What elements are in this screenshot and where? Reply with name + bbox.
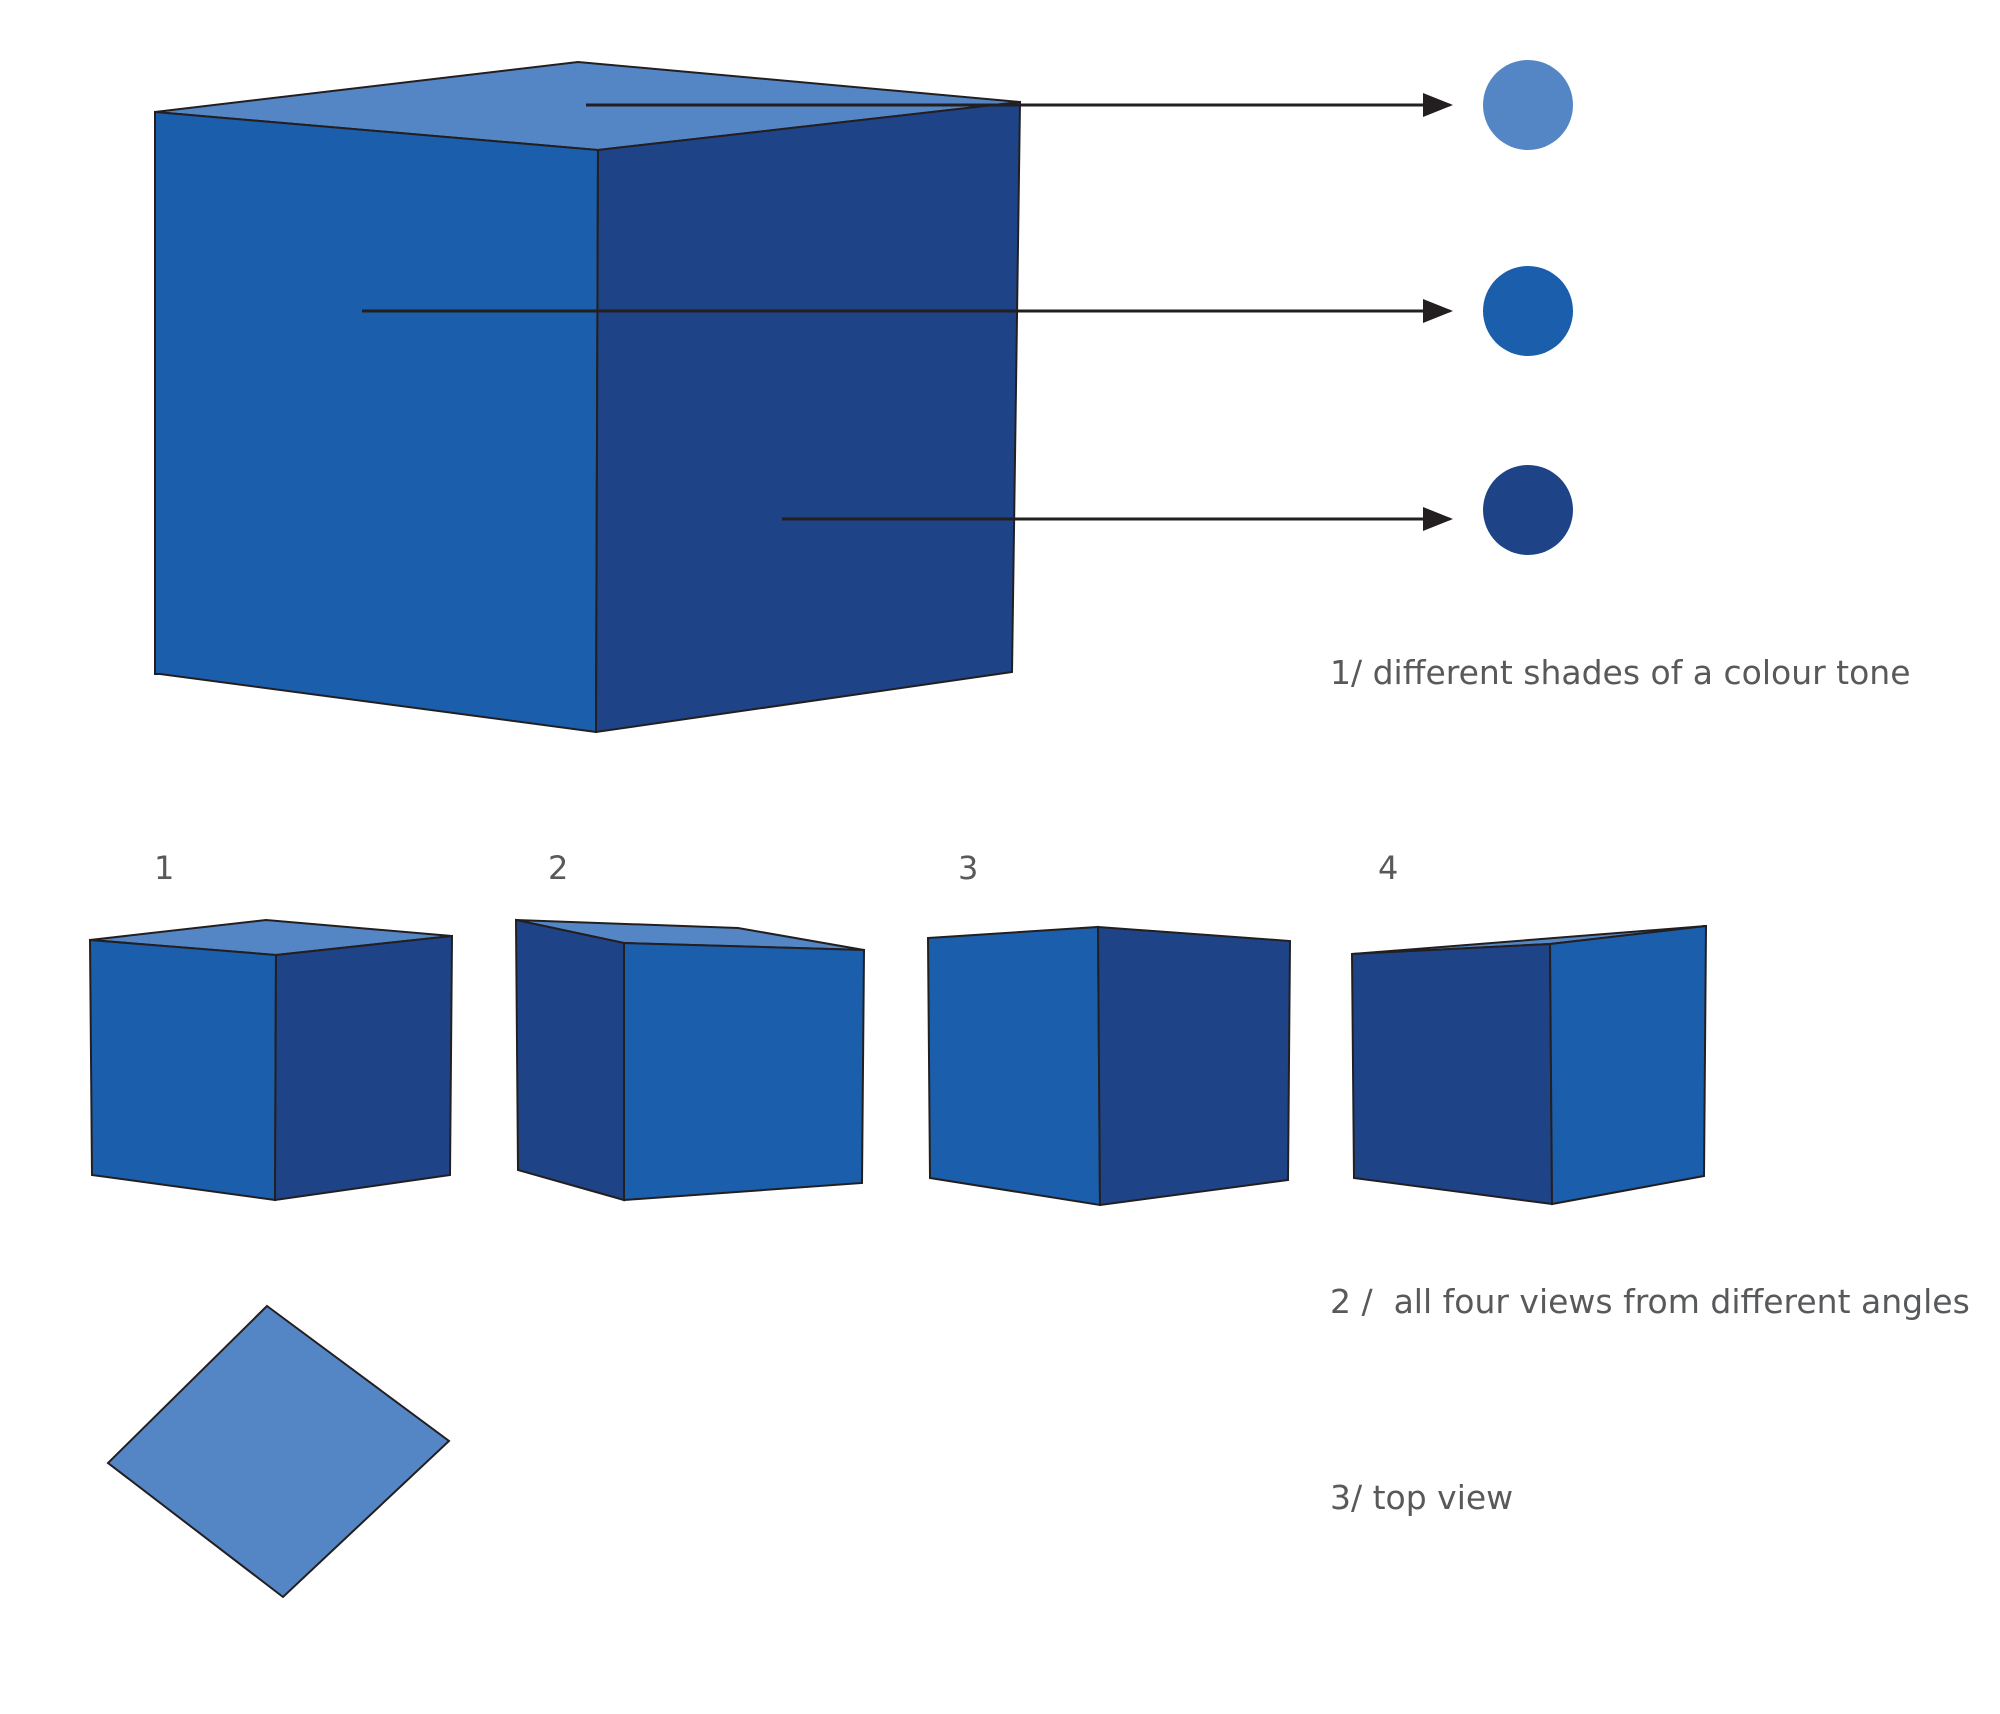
large-cube-front-face — [154, 110, 600, 734]
caption-shades: 1/ different shades of a colour tone — [1330, 653, 1911, 692]
cube-view-4-front-face — [1548, 924, 1708, 1206]
cube-view-4-side-face — [1350, 942, 1554, 1206]
cube-view-3-side-face — [1096, 925, 1292, 1207]
cube-view-3 — [926, 925, 1292, 1207]
large-cube-side-face — [594, 100, 1022, 734]
swatch-dark — [1483, 465, 1573, 555]
cube-view-1 — [88, 918, 454, 1202]
cube-view-2-front-face — [623, 941, 866, 1202]
cube-view-3-front-face — [926, 925, 1102, 1207]
cube-view-2 — [514, 918, 866, 1202]
view-number-2: 2 — [548, 849, 569, 887]
swatch-medium — [1483, 266, 1573, 356]
cube-view-2-side-face — [514, 918, 625, 1202]
view-number-3: 3 — [958, 849, 979, 887]
cube-view-1-front-face — [88, 938, 278, 1202]
shade-swatches — [1483, 60, 1573, 555]
cube-view-4 — [1350, 924, 1708, 1206]
top-view-square — [106, 1304, 451, 1599]
swatch-light — [1483, 60, 1573, 150]
view-number-4: 4 — [1378, 849, 1399, 887]
cube-view-1-side-face — [273, 934, 454, 1202]
caption-views: 2 / all four views from different angles — [1330, 1282, 1970, 1321]
view-number-1: 1 — [154, 849, 175, 887]
shade-arrows — [362, 93, 1453, 531]
large-cube — [154, 60, 1022, 734]
caption-top-view: 3/ top view — [1330, 1478, 1514, 1517]
